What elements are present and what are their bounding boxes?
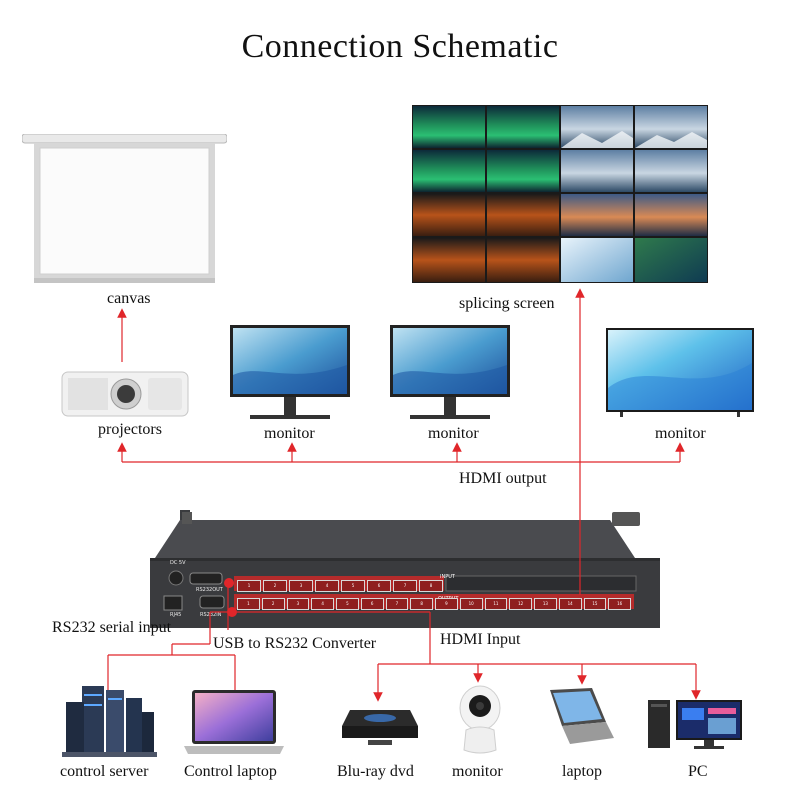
projector-icon xyxy=(61,371,189,417)
hdmi-port: 9 xyxy=(435,598,458,610)
hdmi-port: 4 xyxy=(315,580,339,592)
hdmi-port: 4 xyxy=(311,598,334,610)
hdmi-port: 7 xyxy=(393,580,417,592)
projector xyxy=(60,366,190,420)
hdmi-port: 3 xyxy=(286,598,310,610)
bluray-icon xyxy=(342,710,418,745)
video-wall-icon xyxy=(412,105,708,283)
monitor-icon xyxy=(230,325,350,419)
bluray-player xyxy=(340,706,420,746)
control-laptop xyxy=(184,690,284,756)
pc xyxy=(646,698,746,750)
monitor-3 xyxy=(606,328,754,418)
input-label: INPUT xyxy=(440,574,455,580)
monitor-2 xyxy=(390,325,510,420)
hdmi-port: 1 xyxy=(237,580,261,592)
hdmi-port: 2 xyxy=(261,598,285,610)
control-server-label: control server xyxy=(60,763,149,780)
laptop-icon xyxy=(550,688,614,744)
projection-screen xyxy=(21,133,228,284)
monitor-1-label: monitor xyxy=(264,425,315,442)
hdmi-port: 6 xyxy=(367,580,391,592)
hdmi-port: 14 xyxy=(558,598,582,610)
rs232-serial-input-label: RS232 serial input xyxy=(52,619,172,636)
server-rack-icon xyxy=(62,686,157,757)
projection-screen-icon xyxy=(21,133,228,283)
hdmi-port: 3 xyxy=(289,580,313,592)
rs232-out-label: RS232OUT xyxy=(196,587,223,593)
bluray-dvd-label: Blu-ray dvd xyxy=(337,763,414,780)
usb-to-rs232-label: USB to RS232 Converter xyxy=(213,635,377,652)
hdmi-port: 2 xyxy=(263,580,287,592)
hdmi-output-label: HDMI output xyxy=(459,470,547,487)
matrix-switcher-icon xyxy=(150,510,660,628)
hdmi-port: 5 xyxy=(336,598,359,610)
page-title: Connection Schematic xyxy=(241,28,559,65)
control-server xyxy=(62,684,157,758)
hdmi-port: 7 xyxy=(385,598,409,610)
tv-icon xyxy=(606,328,754,417)
hdmi-port: 5 xyxy=(341,580,365,592)
monitor-3-label: monitor xyxy=(655,425,706,442)
hdmi-port: 8 xyxy=(410,598,433,610)
projectors-label: projectors xyxy=(98,421,162,438)
matrix-switcher xyxy=(150,510,660,628)
hdmi-port: 16 xyxy=(608,598,631,610)
security-camera xyxy=(458,684,502,756)
laptop-icon xyxy=(184,690,284,754)
rs232-in-label: RS232IN xyxy=(200,612,222,618)
monitor-1 xyxy=(230,325,350,420)
laptop xyxy=(546,686,616,752)
hdmi-port: 11 xyxy=(484,598,508,610)
monitor-camera-label: monitor xyxy=(452,763,503,780)
hdmi-port: 13 xyxy=(534,598,557,610)
desktop-pc-icon xyxy=(648,700,742,749)
hdmi-port: 12 xyxy=(509,598,532,610)
control-laptop-label: Control laptop xyxy=(184,763,277,780)
hdmi-port: 6 xyxy=(360,598,384,610)
laptop-label: laptop xyxy=(562,763,602,780)
rj45-label: RJ45 xyxy=(170,612,182,618)
canvas-label: canvas xyxy=(107,290,151,307)
pc-label: PC xyxy=(688,763,708,780)
hdmi-port: 10 xyxy=(459,598,483,610)
hdmi-port: 8 xyxy=(419,580,443,592)
hdmi-port: 1 xyxy=(237,598,260,610)
hdmi-input-label: HDMI Input xyxy=(440,631,521,648)
monitor-2-label: monitor xyxy=(428,425,479,442)
dc-power-label: DC 5V xyxy=(170,560,186,566)
hdmi-port: 15 xyxy=(583,598,607,610)
camera-icon xyxy=(459,685,501,754)
splicing-screen-label: splicing screen xyxy=(459,295,555,312)
splicing-screen xyxy=(412,105,708,283)
monitor-icon xyxy=(390,325,510,419)
